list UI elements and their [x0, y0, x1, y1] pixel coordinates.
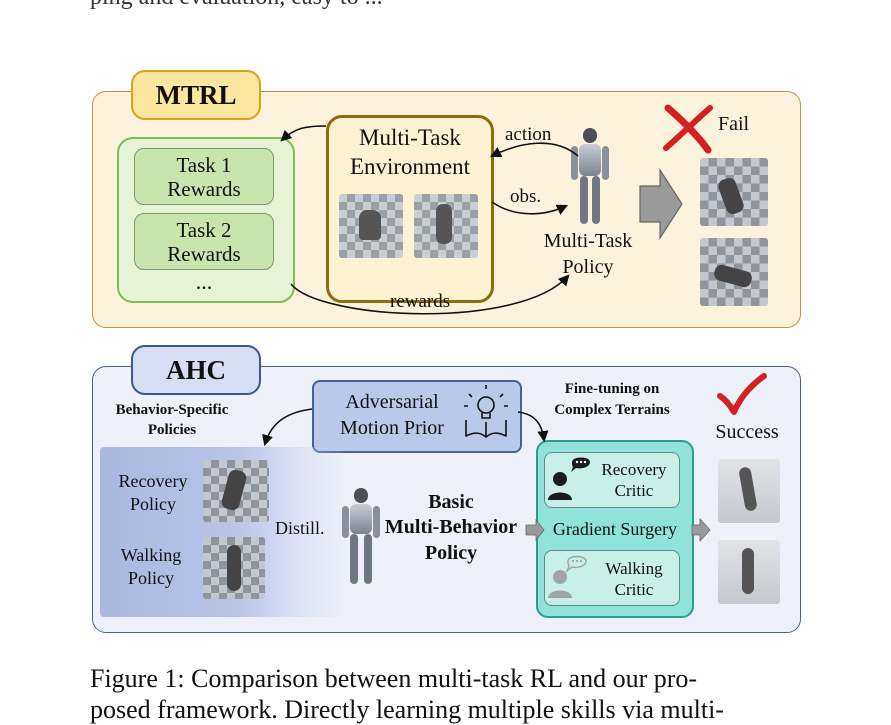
robot-torso — [579, 144, 601, 176]
robot-head — [354, 488, 368, 503]
robot-crouch-figure — [359, 210, 381, 240]
success-label: Success — [715, 421, 779, 443]
figure-caption-line2: posed framework. Directly learning multi… — [90, 695, 724, 724]
recovery-critic-label-line1: Recovery — [601, 460, 667, 479]
robot-leg-left — [580, 176, 588, 224]
rewards-arrow-label: rewards — [390, 291, 451, 312]
adversarial-motion-prior-box — [312, 380, 522, 453]
robot-arm-right — [602, 146, 609, 180]
obs-arrow — [491, 201, 569, 215]
walking-policy-image — [203, 537, 265, 599]
task1-rewards-item: Task 1 Rewards — [134, 148, 274, 205]
behavior-specific-heading-line1: Behavior-Specific — [115, 402, 229, 418]
amp-label-line2: Motion Prior — [340, 417, 444, 439]
critics-to-success-arrow — [691, 517, 711, 543]
robot-arm-left — [342, 506, 349, 538]
to-fail-result-arrow — [639, 167, 683, 241]
action-label: action — [505, 124, 552, 145]
basic-to-critics-arrow — [525, 518, 545, 542]
walking-critic-person-icon — [548, 555, 587, 598]
multi-task-policy-robot — [570, 128, 610, 228]
fail-label: Fail — [718, 113, 750, 135]
robot-leg-left — [350, 534, 358, 584]
recovery-policy-image — [203, 460, 269, 522]
env-to-rewards-arrow — [280, 125, 327, 142]
behavior-specific-heading-line2: Policies — [147, 422, 197, 438]
recovery-critic-label-line2: Critic — [614, 481, 654, 500]
task1-rewards-label: Rewards — [167, 177, 241, 201]
fail-result-image-2 — [700, 238, 768, 306]
gradient-surgery-label: Gradient Surgery — [552, 519, 678, 539]
distill-label: Distill. — [275, 518, 325, 538]
lightbulb-book-icon — [464, 385, 508, 438]
walking-critic-label-line2: Critic — [614, 580, 654, 599]
ahc-tag: AHC — [131, 345, 261, 395]
robot-leg-right — [364, 534, 372, 584]
multi-behavior-policy-robot — [342, 488, 380, 588]
robot-walking-figure — [227, 545, 241, 591]
task1-label: Task 1 — [176, 153, 232, 177]
rewards-arrow — [290, 274, 570, 315]
walking-robot-figure — [742, 548, 754, 594]
mtrl-tag: MTRL — [131, 70, 261, 120]
robot-head — [583, 128, 597, 143]
finetune-heading-line1: Fine-tuning on — [564, 381, 660, 397]
action-arrow — [489, 142, 579, 158]
robot-arm-right — [373, 506, 380, 538]
env-title-line1: Multi-Task — [359, 125, 461, 150]
robot-arm-left — [571, 146, 578, 180]
basic-policy-label-line3: Policy — [424, 542, 478, 564]
success-result-image-2 — [718, 540, 780, 604]
task2-label: Task 2 — [176, 218, 232, 242]
obs-label: obs. — [510, 186, 542, 207]
task2-rewards-item: Task 2 Rewards — [134, 213, 274, 270]
task2-rewards-label: Rewards — [167, 242, 241, 266]
header-fragment: ping and evaluation, easy to ... — [90, 0, 383, 11]
walking-critic-label-line1: Walking — [605, 559, 663, 578]
walking-policy-label-line1: Walking — [120, 545, 182, 565]
finetune-heading-line2: Complex Terrains — [554, 402, 670, 418]
figure-caption-line1: Figure 1: Comparison between multi-task … — [90, 664, 698, 693]
rewards-ellipsis: ... — [195, 269, 213, 294]
env-title-line2: Environment — [349, 154, 471, 179]
robot-kneel-figure — [436, 204, 452, 244]
success-result-image-1 — [718, 459, 780, 523]
amp-to-policies-arrow — [262, 408, 313, 447]
amp-label-line1: Adversarial — [345, 391, 439, 413]
recovery-policy-label-line2: Policy — [129, 494, 176, 514]
recovery-critic-person-icon — [548, 457, 590, 500]
robot-torso — [350, 504, 372, 534]
fail-x-icon — [663, 104, 713, 154]
walking-policy-label-line2: Policy — [127, 568, 174, 588]
basic-policy-label-line1: Basic — [428, 491, 474, 513]
fail-result-image-1 — [700, 158, 768, 226]
env-sim-image-1 — [339, 194, 403, 258]
robot-leg-right — [592, 176, 600, 224]
amp-to-finetune-arrow — [517, 411, 549, 443]
policy-label-line2: Policy — [562, 256, 614, 278]
basic-policy-label-line2: Multi-Behavior — [384, 516, 518, 538]
env-sim-image-2 — [414, 194, 478, 258]
success-check-icon — [717, 373, 767, 415]
policy-label-line1: Multi-Task — [543, 230, 633, 252]
recovery-policy-label-line1: Recovery — [118, 471, 188, 491]
